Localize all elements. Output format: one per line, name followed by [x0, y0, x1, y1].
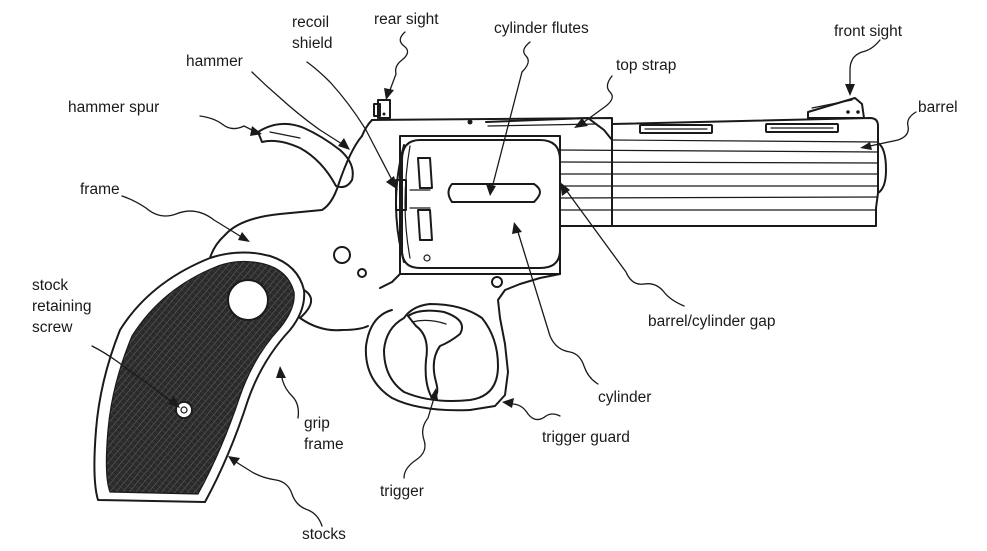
leader-grip-frame	[281, 377, 300, 419]
leader-recoil-shield	[306, 61, 393, 181]
trigger-guard-shape	[364, 303, 499, 412]
leader-lines	[91, 31, 917, 527]
leader-frame	[121, 195, 241, 237]
label-stock-retaining-screw-1: stock	[32, 277, 68, 294]
leader-trigger-guard	[511, 403, 561, 421]
frame-shape	[209, 117, 613, 411]
leader-cylinder	[517, 231, 599, 385]
leader-hammer-spur	[199, 115, 253, 131]
label-stock-retaining-screw-3: screw	[32, 319, 73, 336]
label-stock-retaining-screw-2: retaining	[32, 298, 91, 315]
label-hammer: hammer	[186, 53, 243, 70]
revolver-drawing	[93, 97, 887, 503]
label-stocks: stocks	[302, 526, 346, 543]
leader-barrel	[869, 111, 917, 147]
label-grip-frame-1: grip	[304, 415, 330, 432]
stocks-shape	[93, 251, 312, 503]
label-barrel: barrel	[918, 99, 958, 116]
labels: recoil shield rear sight cylinder flutes…	[32, 11, 958, 543]
leader-cylinder-flutes	[491, 41, 531, 189]
leader-stock-retaining-screw	[91, 345, 173, 403]
label-recoil-shield-1: recoil	[292, 14, 329, 31]
leader-hammer	[251, 71, 343, 145]
cylinder-shape	[395, 139, 561, 269]
hammer-shape	[257, 99, 391, 189]
label-barrel-cylinder-gap: barrel/cylinder gap	[648, 313, 776, 330]
label-recoil-shield-2: shield	[292, 35, 333, 52]
label-grip-frame-2: frame	[304, 436, 344, 453]
label-trigger: trigger	[380, 483, 424, 500]
label-hammer-spur: hammer spur	[68, 99, 159, 116]
label-trigger-guard: trigger guard	[542, 429, 630, 446]
leader-barrel-cylinder-gap	[565, 189, 685, 307]
leader-front-sight	[849, 39, 881, 87]
leader-rear-sight	[389, 31, 409, 91]
label-frame: frame	[80, 181, 120, 198]
label-front-sight: front sight	[834, 23, 903, 40]
leader-stocks	[235, 461, 323, 527]
label-top-strap: top strap	[616, 57, 676, 74]
leader-trigger	[403, 397, 435, 479]
front-sight-shape	[807, 97, 865, 119]
trigger-shape	[407, 309, 463, 399]
leader-top-strap	[583, 75, 613, 123]
label-cylinder-flutes: cylinder flutes	[494, 20, 589, 37]
label-rear-sight: rear sight	[374, 11, 439, 28]
barrel-shape	[559, 117, 887, 227]
label-cylinder: cylinder	[598, 389, 651, 406]
